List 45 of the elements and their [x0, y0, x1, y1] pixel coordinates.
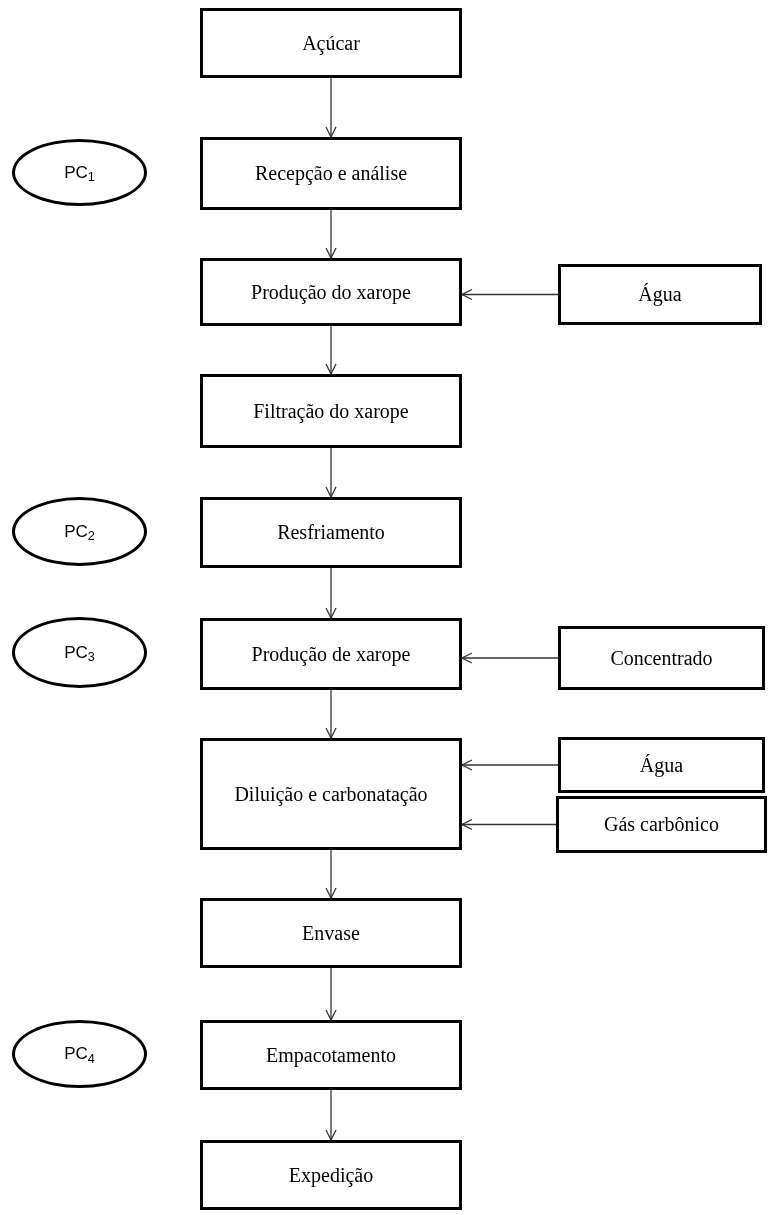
control-point-label: PC$_{4}$: [64, 1043, 95, 1065]
arrow: [325, 849, 337, 899]
arrow: [325, 447, 337, 498]
arrow: [325, 1089, 337, 1141]
process-box: [200, 137, 462, 210]
step-label: Filtração do xarope: [253, 398, 409, 424]
step-label: Concentrado: [610, 645, 713, 671]
step-label: Açúcar: [302, 30, 360, 56]
step-label: Água: [639, 752, 684, 778]
step-label: Gás carbônico: [604, 812, 719, 837]
arrow: [461, 759, 559, 771]
control-point-label: PC$_{2}$: [64, 520, 95, 543]
process-box: [200, 497, 462, 568]
arrow: [461, 288, 559, 301]
process-box: [200, 618, 462, 690]
process-box: [556, 796, 767, 853]
step-label: Produção do xarope: [251, 279, 411, 305]
step-label: Empacotamento: [266, 1042, 396, 1068]
arrow: [461, 818, 557, 831]
arrow: [325, 967, 337, 1021]
process-box: [200, 8, 462, 78]
step-label: Produção de xarope: [251, 641, 411, 667]
arrow: [325, 77, 337, 138]
step-label: Diluição e carbonatação: [234, 781, 428, 807]
arrow: [325, 209, 337, 259]
arrow: [325, 325, 337, 375]
step-label: Resfriamento: [277, 520, 385, 545]
arrow: [461, 652, 559, 664]
step-label: Água: [638, 282, 682, 307]
step-label: Expedição: [288, 1162, 374, 1188]
step-label: Recepção e análise: [254, 161, 408, 186]
process-box: [558, 626, 765, 690]
control-point-label: PC$_{1}$: [64, 161, 95, 184]
control-point-label: PC$_{3}$: [64, 641, 95, 664]
process-box: [200, 258, 462, 326]
step-label: Envase: [302, 920, 360, 946]
process-box: [200, 738, 462, 850]
arrow: [325, 567, 337, 619]
process-box: [200, 898, 462, 968]
process-box: [558, 264, 762, 325]
process-box: [200, 1140, 462, 1210]
process-box: [200, 1020, 462, 1090]
process-box: [558, 737, 765, 793]
process-box: [200, 374, 462, 448]
arrow: [325, 689, 337, 739]
